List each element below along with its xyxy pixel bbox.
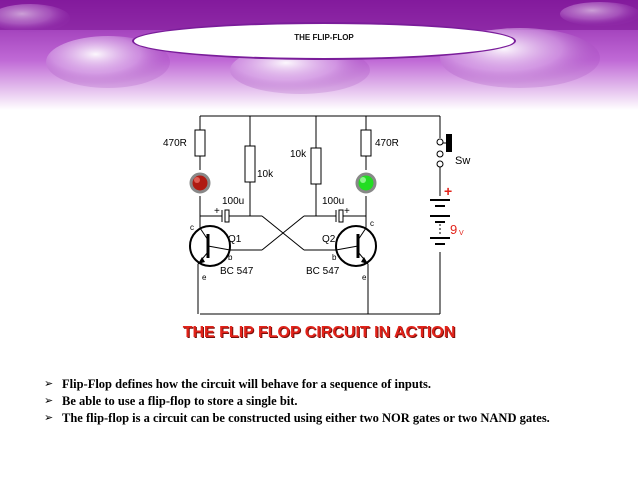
label-q1-collector: c xyxy=(190,223,194,232)
flip-flop-circuit-diagram: 470R 10k 10k 470R 100u 100u + + Q1 Q2 BC… xyxy=(163,115,470,315)
label-battery-unit: V xyxy=(459,230,464,237)
label-r3: 10k xyxy=(290,149,307,160)
label-c2: 100u xyxy=(322,196,344,207)
transistor-q2 xyxy=(335,225,377,267)
led-left xyxy=(189,172,211,194)
label-q2: Q2 xyxy=(322,234,336,245)
resistor-r1 xyxy=(194,129,206,157)
label-q1-type: BC 547 xyxy=(220,266,254,277)
label-c1-plus: + xyxy=(214,206,220,217)
circuit-caption: THE FLIP FLOP CIRCUIT IN ACTION xyxy=(182,324,456,341)
label-q2-base: b xyxy=(332,253,337,262)
resistor-r4 xyxy=(360,129,372,157)
water-drop-5 xyxy=(560,2,638,26)
slide-title: THE FLIP-FLOP xyxy=(294,32,354,42)
arrow-bullet-icon: ➢ xyxy=(44,377,54,390)
list-item: ➢ Flip-Flop defines how the circuit will… xyxy=(44,376,604,392)
led-right xyxy=(355,172,377,194)
bullet-text: Be able to use a flip-flop to store a si… xyxy=(62,394,298,408)
title-pill: THE FLIP-FLOP xyxy=(132,22,516,60)
label-q1-base: b xyxy=(228,253,233,262)
water-drop-1 xyxy=(46,36,170,88)
label-r1: 470R xyxy=(163,138,187,149)
arrow-bullet-icon: ➢ xyxy=(44,411,54,424)
switch-icon xyxy=(436,134,452,168)
list-item: ➢ The flip-flop is a circuit can be cons… xyxy=(44,410,604,426)
label-r4: 470R xyxy=(375,138,399,149)
label-q2-emitter: e xyxy=(362,273,367,282)
bullet-text: Flip-Flop defines how the circuit will b… xyxy=(62,377,431,391)
label-r2: 10k xyxy=(257,169,274,180)
label-q1: Q1 xyxy=(228,234,242,245)
label-c1: 100u xyxy=(222,196,244,207)
label-q2-collector: c xyxy=(370,219,374,228)
transistor-q1 xyxy=(189,225,231,267)
bullet-text: The flip-flop is a circuit can be constr… xyxy=(62,411,550,425)
label-c2-plus: + xyxy=(344,206,350,217)
list-item: ➢ Be able to use a flip-flop to store a … xyxy=(44,393,604,409)
label-q2-type: BC 547 xyxy=(306,266,340,277)
battery-icon xyxy=(430,199,450,245)
label-battery-plus: + xyxy=(444,183,452,199)
water-drop-4 xyxy=(0,4,70,32)
header-banner xyxy=(0,0,638,110)
resistor-r3 xyxy=(310,147,322,185)
label-battery-voltage: 9 xyxy=(450,222,457,237)
resistor-r2 xyxy=(244,145,256,183)
bullet-list: ➢ Flip-Flop defines how the circuit will… xyxy=(44,376,604,427)
arrow-bullet-icon: ➢ xyxy=(44,394,54,407)
label-q1-emitter: e xyxy=(202,273,207,282)
label-switch: Sw xyxy=(455,155,470,167)
